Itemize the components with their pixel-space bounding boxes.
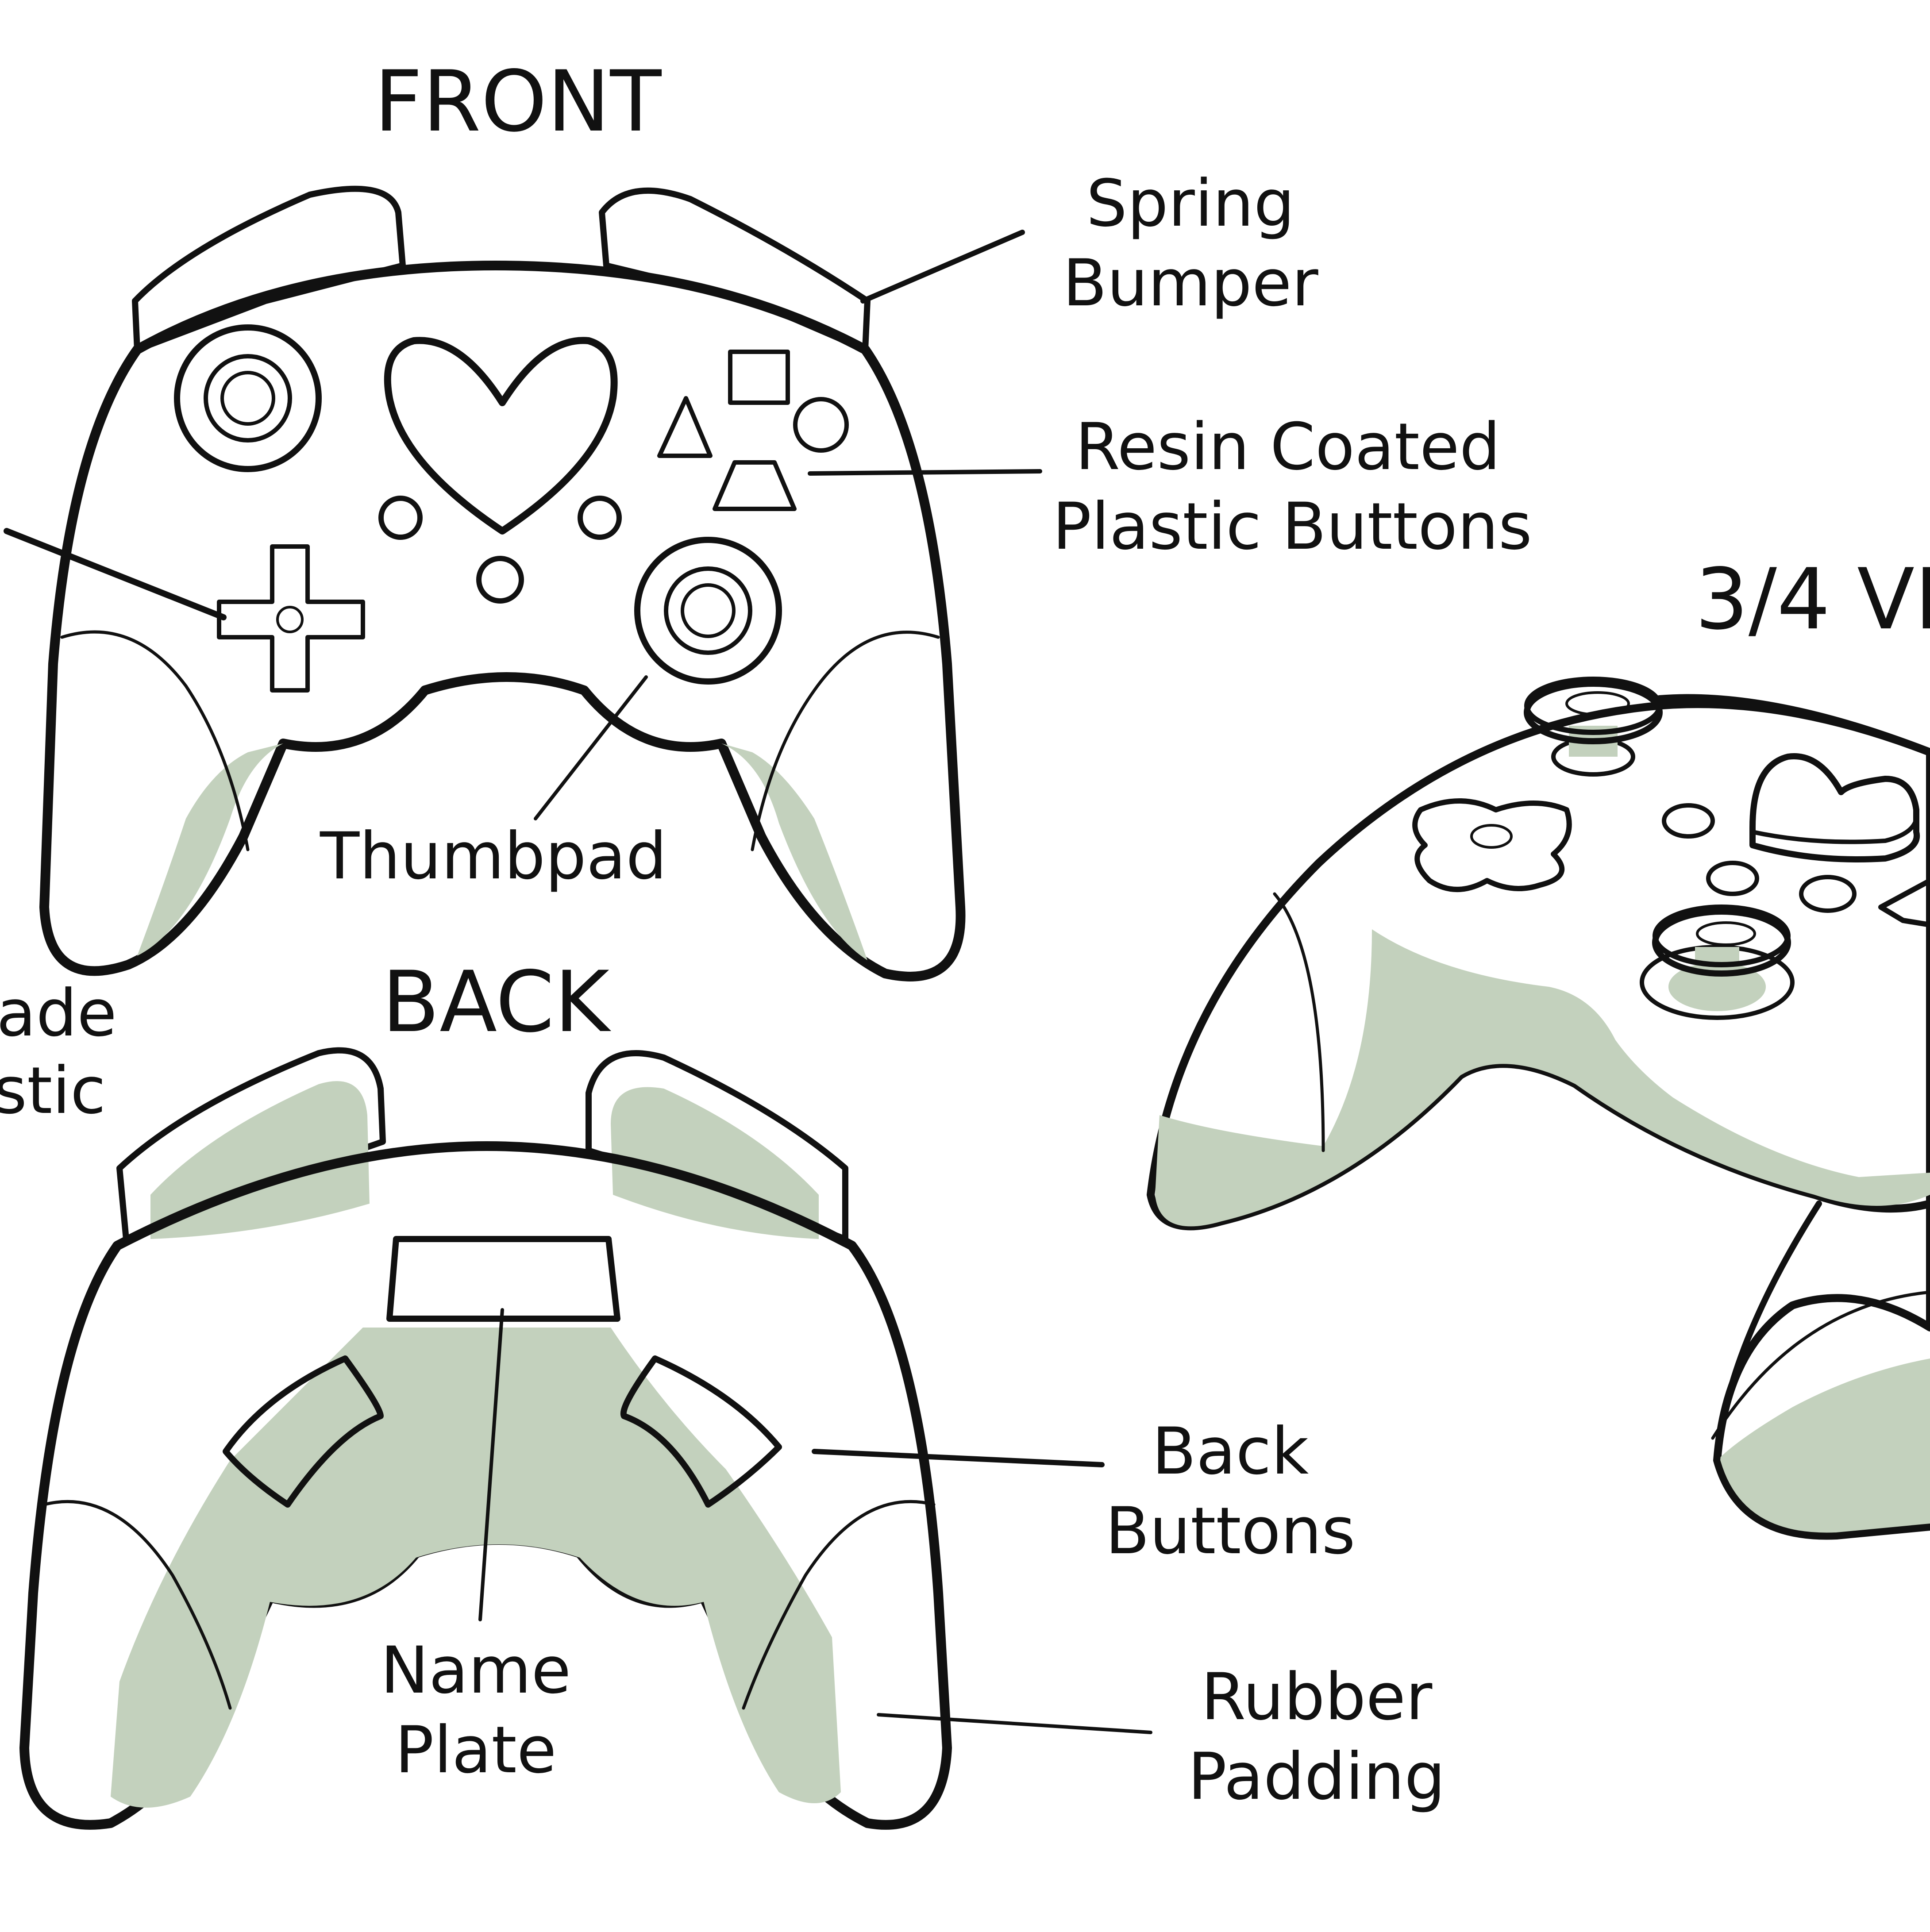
title-front: FRONT (374, 53, 662, 150)
label-name-plate-2: Plate (395, 1713, 556, 1788)
tq-heart-top (1750, 754, 1919, 844)
back-left-grip-line (42, 1500, 232, 1710)
front-dpad-center (276, 606, 304, 633)
titles: FRONT BACK 3/4 VI (374, 53, 1930, 1051)
leader-name-plate (478, 1308, 504, 1621)
front-right-grip-pad (721, 743, 867, 960)
three-quarter-controller (1147, 677, 1930, 1540)
back-controller (19, 1047, 952, 1830)
tq-lower-pad (1155, 929, 1930, 1227)
back-button-left (223, 1355, 384, 1508)
leader-back-buttons (812, 1449, 1105, 1467)
title-back: BACK (382, 953, 612, 1051)
square-button (728, 350, 790, 405)
tq-handle-right (1717, 1359, 1930, 1536)
tq-right-thumbstick (1640, 904, 1795, 1020)
tq-handle-grip-line (1711, 1290, 1930, 1440)
label-thumbpad: Thumbpad (320, 819, 667, 894)
front-menu-button-left (378, 496, 423, 540)
tq-dpad-center (1470, 824, 1513, 849)
label-back-buttons-2: Buttons (1105, 1493, 1355, 1569)
front-right-grip-line (751, 631, 940, 851)
front-left-grip-pad (137, 743, 283, 956)
label-back-buttons-1: Back (1152, 1414, 1309, 1489)
leader-spring-bumper (860, 230, 1025, 304)
tq-button-3 (1799, 875, 1857, 913)
label-rubber-padding-2: Padding (1188, 1739, 1445, 1814)
back-left-bumper (116, 1047, 386, 1242)
leader-left-cut (4, 528, 227, 620)
front-left-bumper (132, 185, 406, 353)
label-name-plate-1: Name (381, 1633, 571, 1708)
front-right-thumbstick (634, 537, 782, 685)
label-spring-bumper-2: Bumper (1063, 246, 1318, 321)
label-resin-buttons-1: Resin Coated (1075, 409, 1501, 485)
front-dpad (217, 544, 365, 693)
label-left-cut-1: ade (0, 976, 117, 1051)
front-right-bumper (599, 187, 871, 353)
label-left-cut-2: stic (0, 1053, 106, 1128)
tq-heart (1749, 753, 1920, 862)
back-left-bumper-pad (150, 1081, 370, 1239)
back-right-grip-line (742, 1500, 936, 1710)
tq-grip-line (1273, 892, 1325, 1152)
leader-resin-buttons (808, 469, 1042, 476)
tq-face-button-edge (1878, 878, 1930, 928)
tq-handle-outline (1714, 1201, 1930, 1539)
back-rubber-padding (111, 1328, 841, 1808)
back-button-right (620, 1355, 782, 1508)
leader-rubber-padding (877, 1713, 1152, 1734)
front-menu-button-right (578, 496, 622, 540)
tq-dpad (1412, 798, 1572, 892)
leader-thumbpad (534, 675, 648, 820)
title-three-quarter: 3/4 VI (1695, 550, 1930, 648)
front-home-button (476, 556, 524, 604)
name-plate (386, 1236, 620, 1322)
trapezoid-button (713, 460, 797, 511)
label-spring-bumper-1: Spring (1086, 166, 1294, 241)
label-resin-buttons-2: Plastic Buttons (1052, 489, 1532, 564)
triangle-button (657, 396, 713, 458)
front-body (39, 261, 966, 981)
front-heart-thumbpad (384, 337, 618, 535)
circle-button (793, 397, 849, 453)
callout-labels: Spring Bumper Resin Coated Plastic Butto… (0, 166, 1532, 1814)
tq-button-2 (1706, 861, 1759, 896)
front-controller (39, 185, 966, 981)
front-left-grip-line (60, 630, 250, 851)
tq-button-1 (1662, 803, 1715, 839)
back-right-bumper (586, 1050, 848, 1242)
tq-left-thumbstick (1524, 677, 1663, 777)
front-left-thumbstick (174, 324, 322, 472)
label-rubber-padding-1: Rubber (1201, 1659, 1433, 1735)
